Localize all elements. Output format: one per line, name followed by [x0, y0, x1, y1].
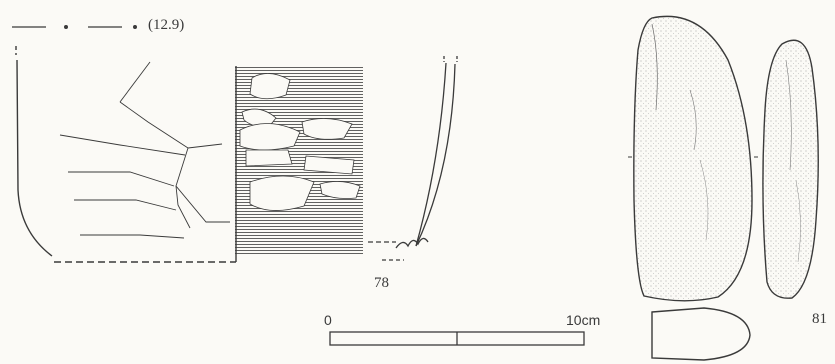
- stone-tool-81-face: [628, 15, 758, 302]
- scale-start-label: 0: [324, 312, 332, 328]
- vessel-surface-lines: [59, 61, 230, 239]
- pottery-sherd-78: [368, 56, 458, 261]
- hatched-decor-panel: [235, 66, 363, 254]
- rim-diameter-line: [12, 25, 138, 30]
- stone-tool-81-section: [651, 307, 751, 361]
- stone-number-label: 81: [812, 311, 827, 327]
- scale-end-label: 10cm: [566, 312, 601, 328]
- rim-diameter-label: (12.9): [148, 17, 185, 33]
- pottery-number-label: 78: [374, 275, 389, 291]
- stone-tool-81-side: [762, 39, 819, 299]
- pottery-vessel-profile: [15, 46, 237, 263]
- scale-bar: [329, 331, 585, 346]
